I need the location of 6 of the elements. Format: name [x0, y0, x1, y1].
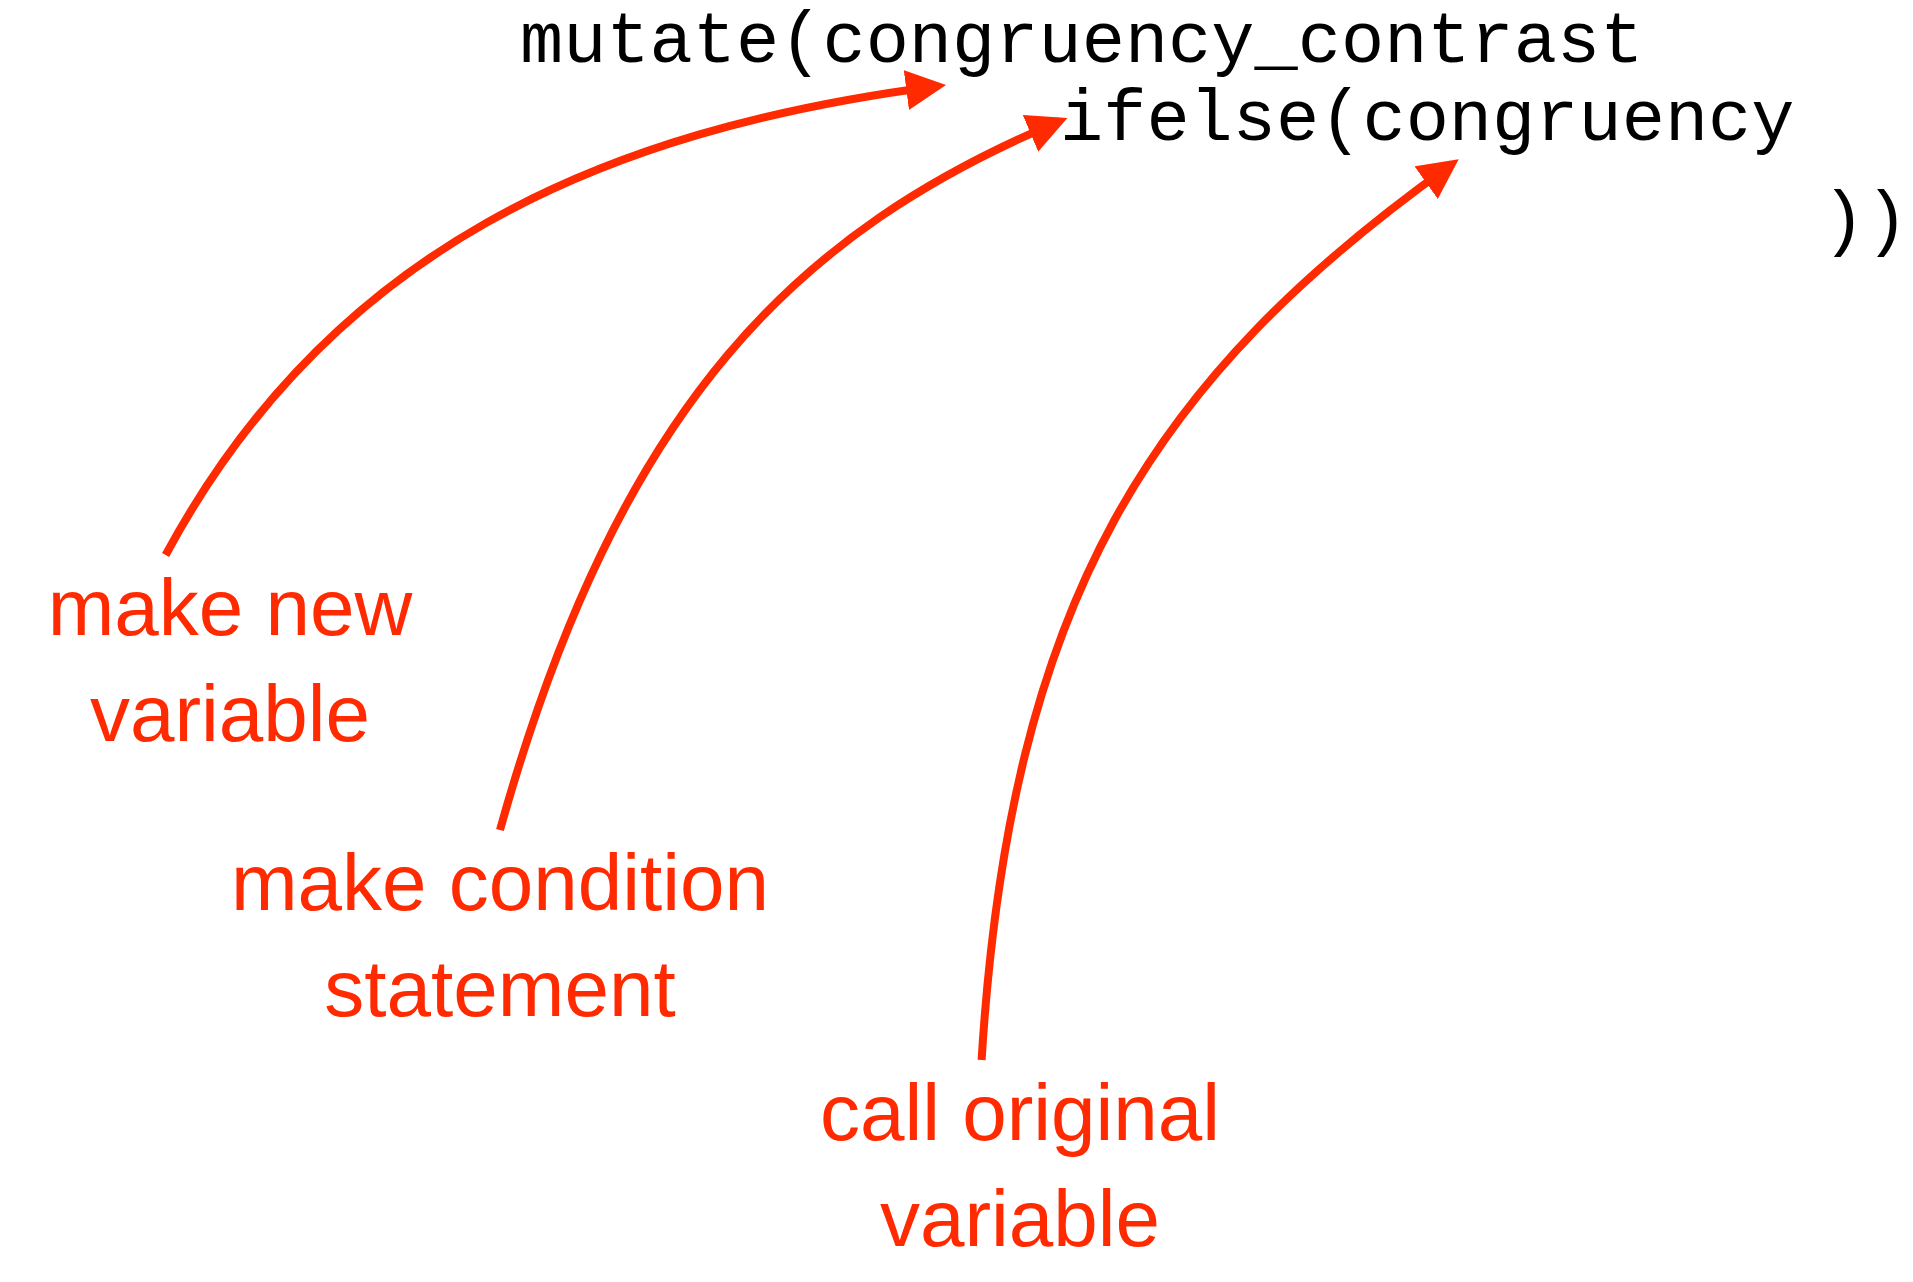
annotation-text: call original variable [700, 1060, 1340, 1272]
arrow [162, 71, 946, 558]
arrow [977, 159, 1459, 1061]
code-line: )) [1822, 181, 1909, 266]
annotation-text: make new variable [0, 555, 460, 767]
arrow [496, 115, 1068, 832]
